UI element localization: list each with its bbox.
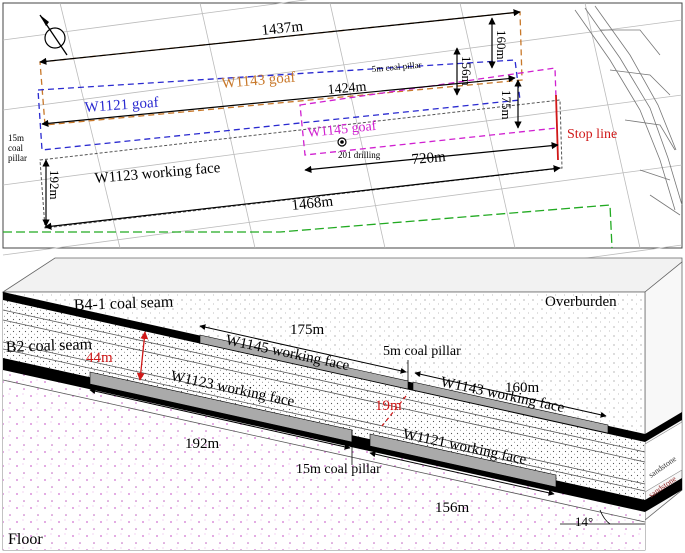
drilling-label: 201 drilling xyxy=(338,150,381,160)
b2-seam-label: B2 coal seam xyxy=(6,336,93,356)
stop-line-label: Stop line xyxy=(567,127,617,142)
dim-192-sec-line xyxy=(89,388,351,450)
dim-175-sec-line xyxy=(199,324,407,374)
dim-160-sec-label: 160m xyxy=(505,380,540,396)
dim-175-label: 175m xyxy=(499,90,514,120)
dim-1468-label: 1468m xyxy=(291,194,334,214)
dim-156-sec-label: 156m xyxy=(435,500,470,516)
dim-192-label: 192m xyxy=(47,170,62,200)
dip-angle-label: 14° xyxy=(575,514,593,529)
dim-192-sec-label: 192m xyxy=(185,436,220,452)
roadway-structures xyxy=(574,5,683,216)
dim-1437-label: 1437m xyxy=(261,19,304,39)
coal-pillar-15m-label-3: pillar xyxy=(8,153,27,163)
dim-720-line xyxy=(304,142,559,173)
block-top xyxy=(1,257,683,293)
dim-44-line xyxy=(136,331,149,381)
dim-175-sec-label: 175m xyxy=(290,322,325,338)
dim-19-label: 19m xyxy=(375,398,402,414)
w1145-goaf-label: W1145 goaf xyxy=(307,119,378,141)
dim-1437-line xyxy=(39,9,521,65)
b41-seam-label: B4-1 coal seam xyxy=(74,294,175,314)
dim-1424-line xyxy=(41,75,516,127)
pillar-15m-label: 15m coal pillar xyxy=(296,462,381,477)
drilling-marker-dot xyxy=(340,140,344,144)
dim-1424-label: 1424m xyxy=(327,80,367,98)
dim-1468-line xyxy=(44,165,561,230)
floor-label: Floor xyxy=(8,531,43,548)
coal-pillar-15m-label-2: coal xyxy=(8,143,23,153)
overburden-label: Overburden xyxy=(545,294,617,310)
w1123-face-outline xyxy=(39,99,563,229)
dim-44-label: 44m xyxy=(86,350,113,366)
coal-pillar-5m-label: 5m coal pillar xyxy=(371,60,422,74)
dip-arc xyxy=(599,509,611,525)
dim-160-label: 160m xyxy=(494,30,509,60)
plan-view: 1437m 1424m 1468m 720m 160m 156m 175m 19… xyxy=(2,0,683,331)
w1143-goaf-label: W1143 goaf xyxy=(221,70,296,92)
dim-156-sec-line xyxy=(369,451,555,496)
b41-seam-side xyxy=(645,412,682,442)
side-sandstone xyxy=(644,421,683,493)
dim-160-sec-line xyxy=(414,371,607,418)
pillar-5m-label: 5m coal pillar xyxy=(383,344,461,359)
coal-pillar-15m-label-1: 15m xyxy=(8,133,24,143)
section-view: Overburden B4-1 coal seam B2 coal seam W… xyxy=(1,257,683,551)
b2-seam-side xyxy=(645,478,682,512)
dim-156-label: 156m xyxy=(459,56,474,86)
dim-720-label: 720m xyxy=(411,149,447,168)
w1121-goaf-label: W1121 goaf xyxy=(84,95,159,116)
